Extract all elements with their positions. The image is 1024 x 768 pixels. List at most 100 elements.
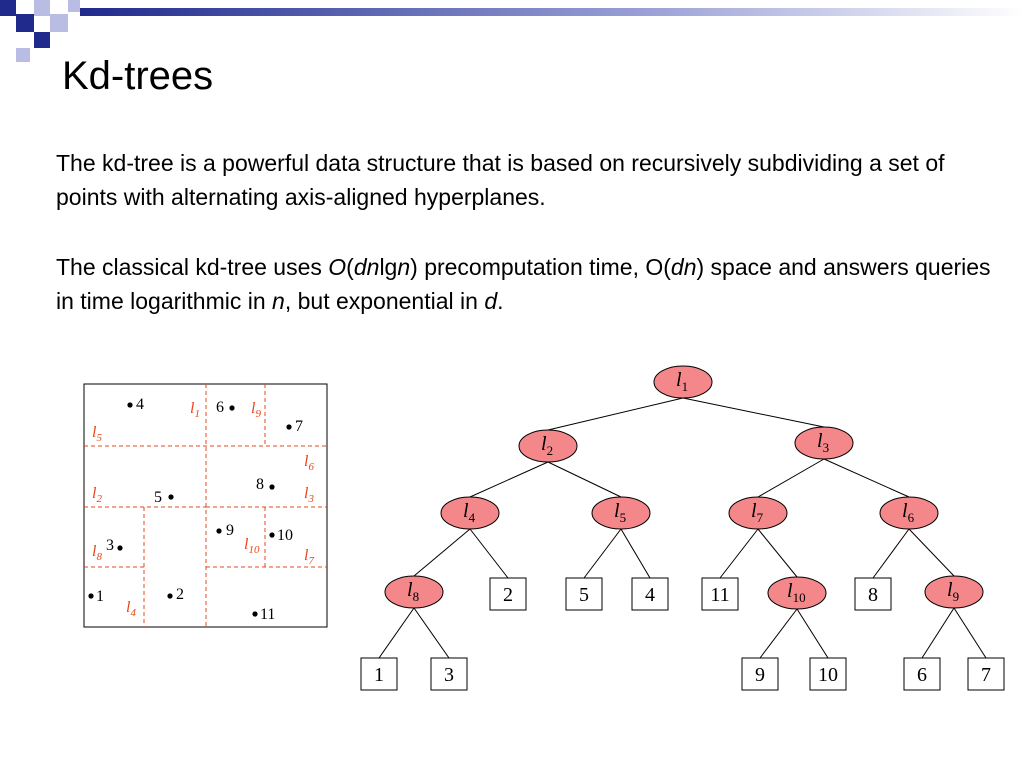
point-marker bbox=[286, 424, 292, 430]
node-ellipse bbox=[767, 576, 827, 610]
node-label: l10 bbox=[787, 580, 806, 605]
tree-edge bbox=[378, 607, 415, 659]
tree-leaf-leaf10: 10 bbox=[809, 657, 847, 691]
node-label-base: l bbox=[947, 579, 953, 601]
leaf-box bbox=[565, 577, 603, 611]
label-base: l bbox=[304, 485, 309, 502]
tree-node-l10: l10 bbox=[767, 576, 827, 610]
label-sub: 5 bbox=[96, 432, 102, 444]
tree-edge bbox=[908, 528, 955, 577]
point-marker bbox=[167, 593, 173, 599]
leaf-box bbox=[967, 657, 1005, 691]
text-run: lg bbox=[379, 254, 398, 280]
node-label-base: l bbox=[787, 580, 793, 602]
point-label: 7 bbox=[295, 418, 303, 435]
label-sub: 2 bbox=[96, 493, 102, 505]
plane-partition: 4 6 7 8 5 9 10 3 1 2 11 l1 l9 bbox=[83, 383, 328, 628]
text-run: , but exponential in bbox=[284, 288, 485, 314]
leaf-label: 6 bbox=[917, 664, 927, 686]
var-n: n bbox=[272, 288, 285, 314]
node-label-base: l bbox=[676, 369, 682, 391]
text-run: ( bbox=[346, 254, 354, 280]
point-marker bbox=[127, 402, 133, 408]
leaf-box bbox=[854, 577, 892, 611]
tree-edge bbox=[757, 528, 798, 578]
label-base: l bbox=[244, 536, 249, 553]
partition-label-l10: l10 bbox=[244, 536, 260, 556]
tree-edge bbox=[413, 528, 471, 577]
node-label-base: l bbox=[407, 579, 413, 601]
var-dn: dn bbox=[670, 254, 697, 280]
tree-edge bbox=[547, 461, 622, 498]
partition-label-l6: l6 bbox=[304, 453, 314, 473]
slide-title: Kd-trees bbox=[62, 54, 214, 98]
node-ellipse bbox=[879, 496, 939, 530]
node-label: l9 bbox=[947, 579, 959, 604]
tree-edge bbox=[759, 608, 798, 659]
label-base: l bbox=[304, 547, 309, 564]
tree-node-l1: l1 bbox=[653, 365, 713, 399]
point-label: 9 bbox=[226, 522, 234, 539]
tree-leaf-leaf7: 7 bbox=[967, 657, 1005, 691]
label-sub: 4 bbox=[130, 607, 136, 619]
node-label-base: l bbox=[614, 500, 620, 522]
node-label-sub: 2 bbox=[547, 443, 554, 458]
leaf-label: 7 bbox=[981, 664, 991, 686]
tree-node-l5: l5 bbox=[591, 496, 651, 530]
partition-labels: l1 l9 l5 l6 l2 l3 l10 l7 l8 l4 bbox=[92, 400, 314, 619]
point-marker bbox=[88, 593, 94, 599]
tree-leaf-leaf2: 2 bbox=[489, 577, 527, 611]
leaf-label: 8 bbox=[868, 584, 878, 606]
tree-edge bbox=[872, 528, 910, 579]
partition-label-l3: l3 bbox=[304, 485, 314, 505]
tree-edge bbox=[547, 397, 684, 431]
tree-edge bbox=[413, 607, 450, 659]
node-ellipse bbox=[440, 496, 500, 530]
point-label: 4 bbox=[136, 396, 144, 413]
label-base: l bbox=[92, 485, 97, 502]
node-ellipse bbox=[518, 429, 578, 463]
deco-square bbox=[50, 14, 68, 32]
partition-label-l9: l9 bbox=[251, 400, 261, 420]
leaf-label: 4 bbox=[645, 584, 655, 606]
label-sub: 9 bbox=[255, 408, 261, 420]
leaf-box bbox=[903, 657, 941, 691]
leaf-label: 1 bbox=[374, 664, 384, 686]
node-label: l8 bbox=[407, 579, 419, 604]
node-ellipse bbox=[794, 426, 854, 460]
leaf-label: 11 bbox=[710, 584, 729, 606]
node-ellipse bbox=[591, 496, 651, 530]
tree-leaf-leaf11: 11 bbox=[701, 577, 739, 611]
leaf-label: 2 bbox=[503, 584, 513, 606]
complexity-paragraph: The classical kd-tree uses O(dnlgn) prec… bbox=[56, 250, 996, 318]
deco-square bbox=[34, 0, 50, 16]
plane-points: 4 6 7 8 5 9 10 3 1 2 11 bbox=[88, 396, 303, 623]
partition-label-l8: l8 bbox=[92, 543, 102, 563]
tree-leaf-leaf3: 3 bbox=[430, 657, 468, 691]
leaf-label: 5 bbox=[579, 584, 589, 606]
node-label-sub: 4 bbox=[469, 510, 476, 525]
partition-label-l1: l1 bbox=[190, 400, 200, 420]
node-ellipse bbox=[653, 365, 713, 399]
point-label: 11 bbox=[260, 606, 275, 623]
leaf-box bbox=[809, 657, 847, 691]
tree-leaf-leaf1: 1 bbox=[360, 657, 398, 691]
label-base: l bbox=[92, 543, 97, 560]
big-o-symbol: O bbox=[328, 254, 347, 280]
node-label-base: l bbox=[817, 430, 823, 452]
tree-node-l7: l7 bbox=[728, 496, 788, 530]
node-label-base: l bbox=[902, 500, 908, 522]
node-label-base: l bbox=[751, 500, 757, 522]
tree-edge bbox=[469, 461, 549, 498]
tree-edge bbox=[719, 528, 759, 579]
label-base: l bbox=[304, 453, 309, 470]
node-label: l5 bbox=[614, 500, 626, 525]
point-marker bbox=[269, 484, 275, 490]
text-run: . bbox=[497, 288, 504, 314]
leaf-label: 10 bbox=[818, 664, 838, 686]
intro-paragraph: The kd-tree is a powerful data structure… bbox=[56, 150, 945, 210]
tree-node-l8: l8 bbox=[384, 575, 444, 609]
tree-edge bbox=[620, 528, 651, 579]
